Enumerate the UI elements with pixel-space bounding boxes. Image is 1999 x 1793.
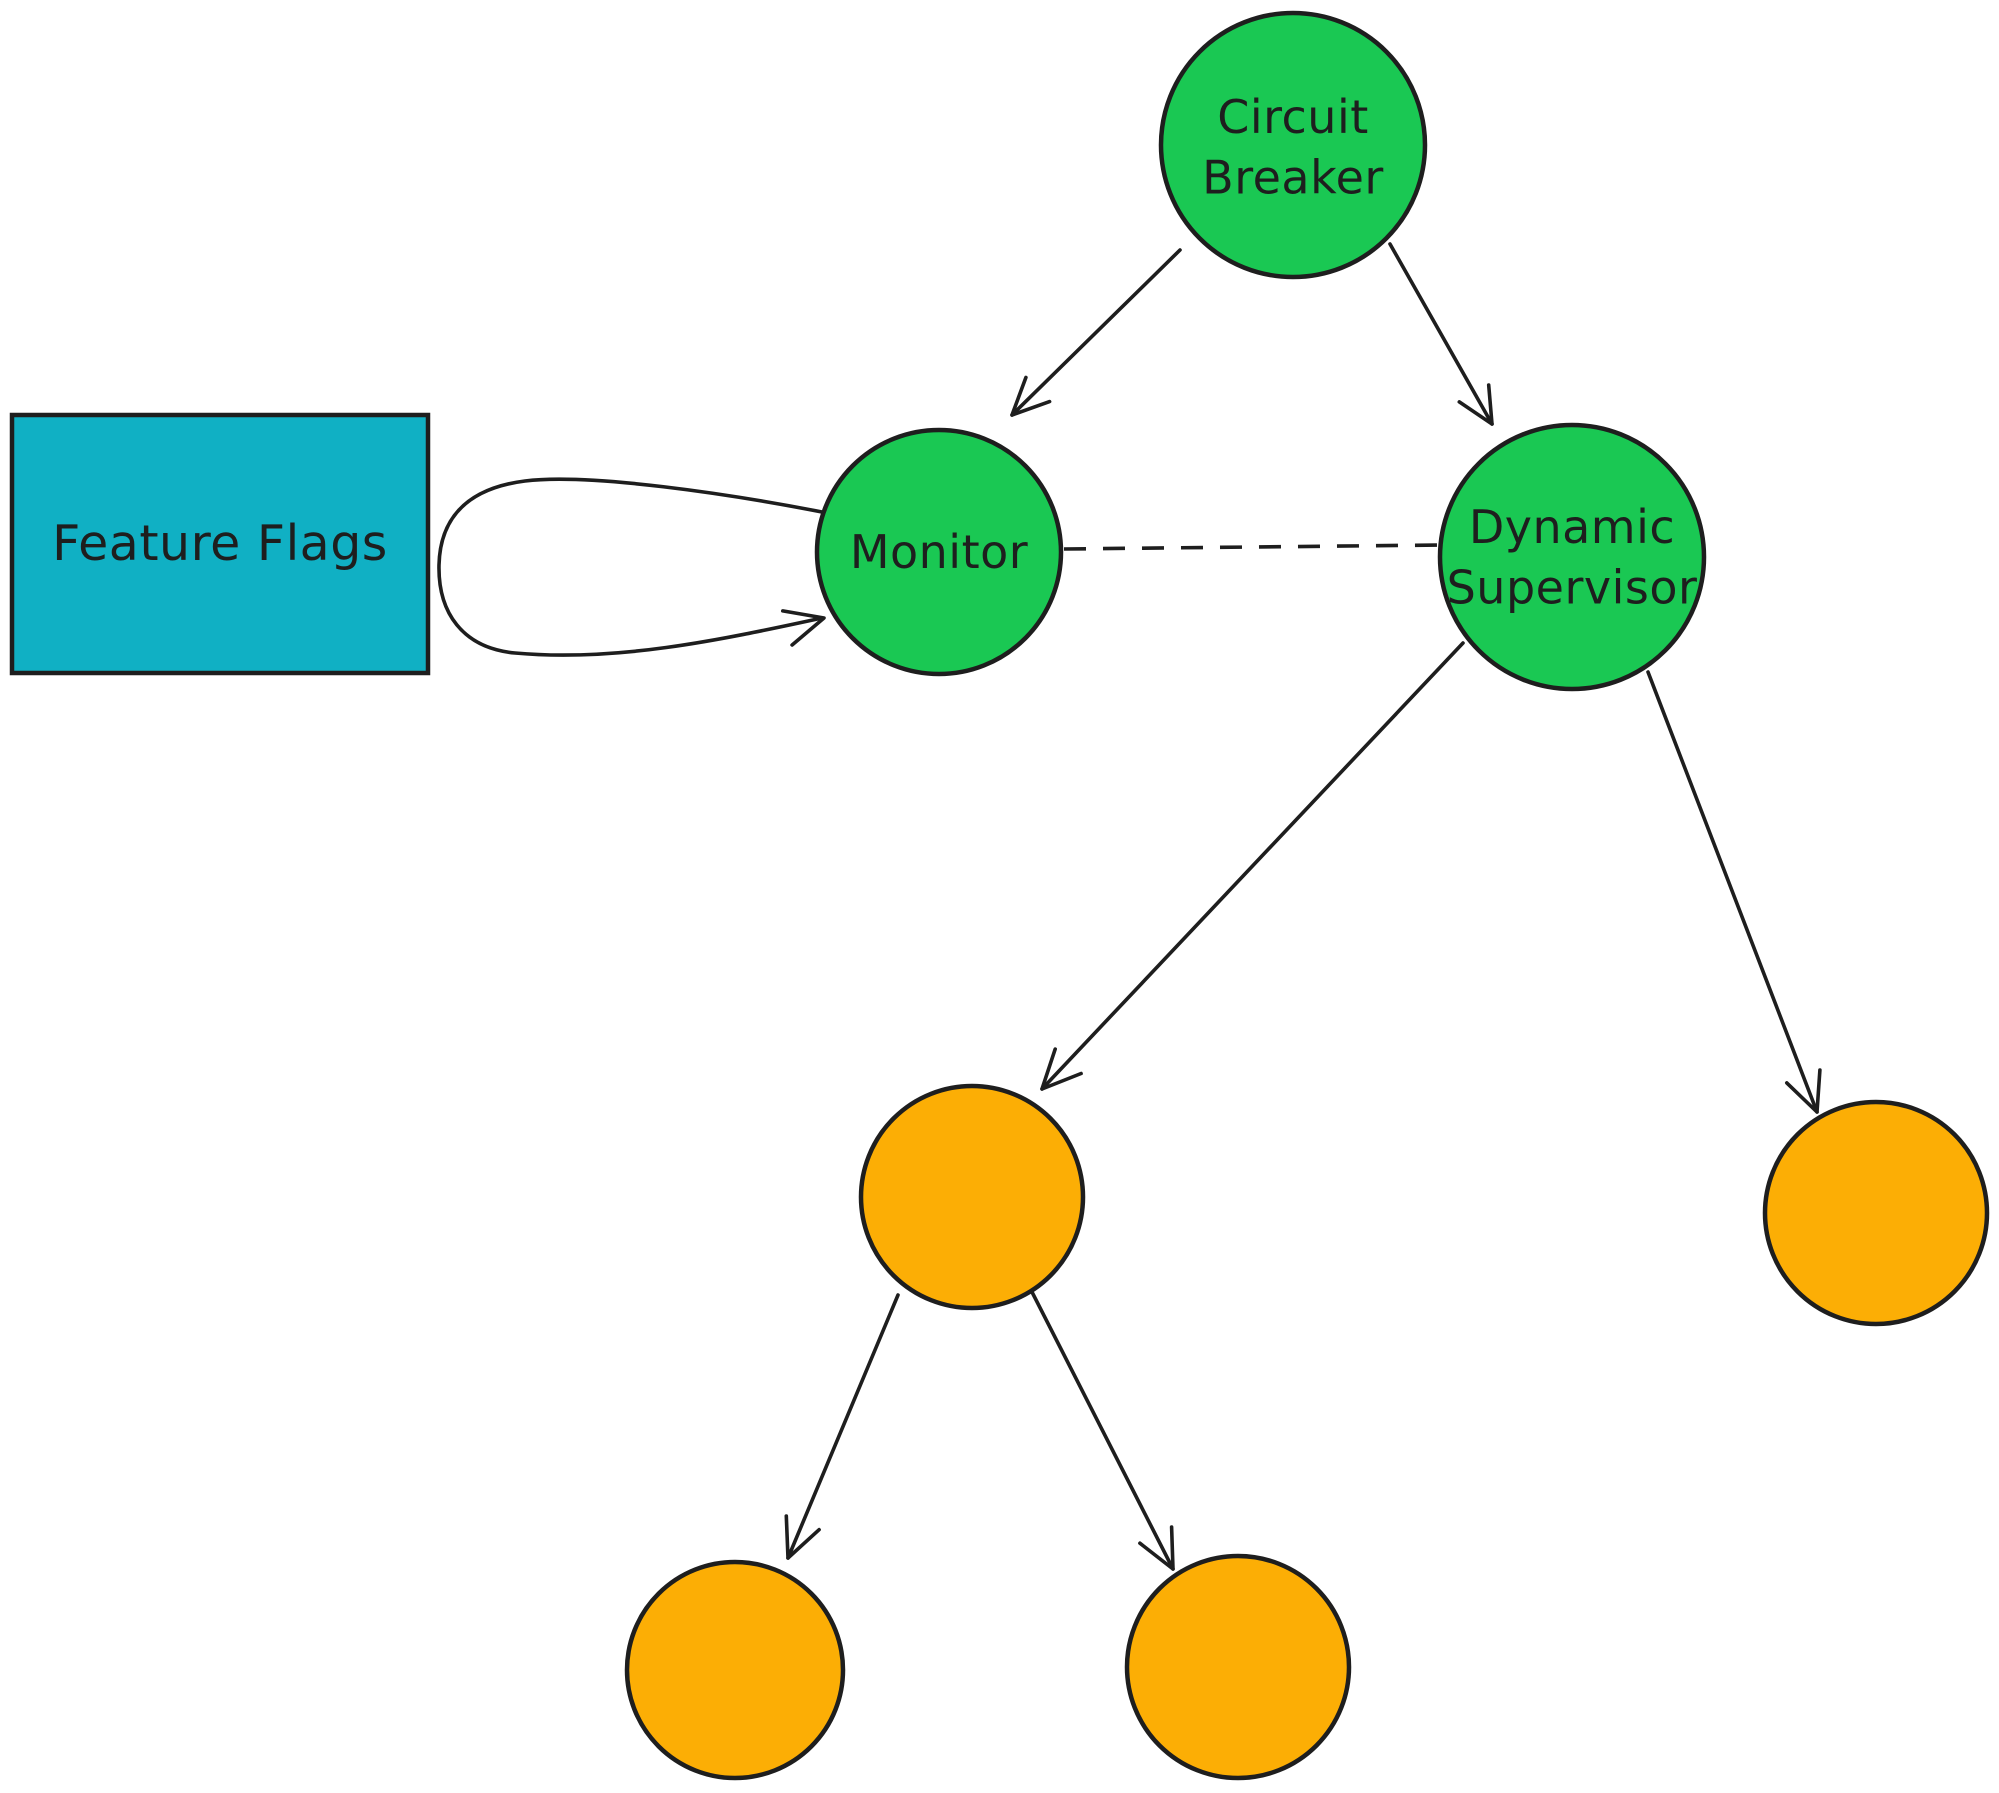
edge-line[interactable]	[1030, 1290, 1175, 1571]
dynamic-supervisor-circle[interactable]	[1437, 422, 1707, 692]
arrowhead-icon	[780, 609, 826, 647]
node-monitor[interactable]: Monitor	[814, 427, 1064, 677]
edge-dynamic-supervisor-to-worker-right[interactable]	[1646, 670, 1822, 1114]
arrowhead-icon	[1138, 1525, 1175, 1571]
feature-flags-label: Feature Flags	[52, 515, 388, 572]
worker-bottom-right-circle[interactable]	[1124, 1553, 1352, 1781]
node-worker-right[interactable]	[1762, 1099, 1990, 1327]
edge-worker-left-to-bottom-left[interactable]	[784, 1293, 900, 1560]
node-feature-flags[interactable]: Feature Flags	[9, 412, 431, 676]
arrowhead-icon	[784, 1514, 821, 1560]
edge-circuit-breaker-to-monitor[interactable]	[1010, 248, 1182, 417]
edge-line[interactable]	[1040, 641, 1465, 1091]
edge-loop-line[interactable]	[437, 477, 824, 657]
edge-feature-flags-to-monitor-loop[interactable]	[437, 477, 826, 657]
edge-circuit-breaker-to-dynamic-supervisor[interactable]	[1388, 242, 1494, 426]
arrowhead-icon	[1040, 1047, 1083, 1091]
node-worker-bottom-left[interactable]	[624, 1559, 846, 1781]
arrowhead-icon	[1457, 383, 1494, 426]
edge-line[interactable]	[786, 1293, 900, 1560]
worker-right-circle[interactable]	[1762, 1099, 1990, 1327]
edge-line[interactable]	[1646, 670, 1819, 1114]
arrowhead-icon	[1785, 1068, 1822, 1114]
circuit-breaker-circle[interactable]	[1158, 10, 1428, 280]
node-worker-left[interactable]	[858, 1083, 1086, 1311]
monitor-label: Monitor	[850, 525, 1028, 579]
arrowhead-icon	[1010, 375, 1052, 417]
node-worker-bottom-right[interactable]	[1124, 1553, 1352, 1781]
worker-left-circle[interactable]	[858, 1083, 1086, 1311]
edge-line[interactable]	[1388, 242, 1494, 426]
edge-dynamic-supervisor-to-worker-left[interactable]	[1040, 641, 1465, 1091]
worker-bottom-left-circle[interactable]	[624, 1559, 846, 1781]
monitor-circle[interactable]	[814, 427, 1064, 677]
feature-flags-rect[interactable]	[9, 412, 431, 676]
edge-worker-left-to-bottom-right[interactable]	[1030, 1290, 1175, 1571]
edge-dashed-line[interactable]	[1063, 543, 1443, 551]
edge-monitor-dynamic-supervisor-dashed[interactable]	[1063, 543, 1443, 551]
edge-line[interactable]	[1010, 248, 1182, 417]
